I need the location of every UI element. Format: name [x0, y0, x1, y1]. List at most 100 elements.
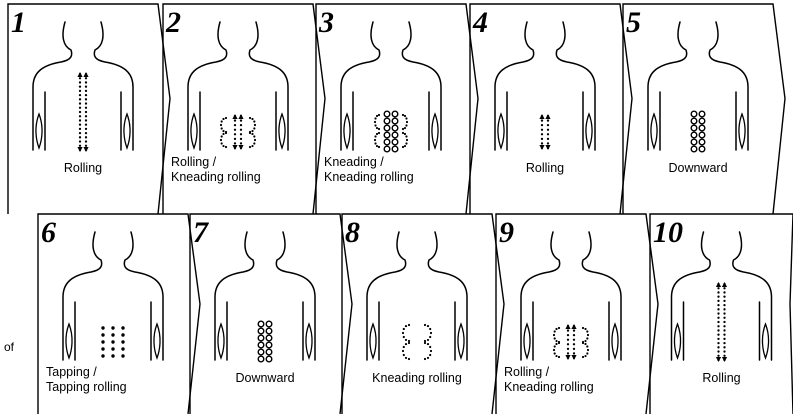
massage-dot — [541, 119, 543, 121]
massage-dot — [85, 111, 87, 113]
hand-shape-left — [66, 324, 72, 358]
massage-dot — [405, 135, 407, 137]
massage-dot — [584, 340, 586, 342]
massage-dot — [79, 111, 81, 113]
massage-circle — [392, 146, 398, 152]
massage-dot — [374, 124, 376, 126]
massage-circle — [258, 335, 264, 341]
arrow-down-icon — [545, 145, 550, 150]
massage-dot — [79, 81, 81, 83]
massage-dot — [402, 114, 404, 116]
massage-circle — [384, 125, 390, 131]
massage-dot — [240, 142, 242, 144]
hand-shape-left — [524, 324, 530, 358]
massage-dot — [717, 304, 719, 306]
massage-dot — [405, 343, 407, 345]
massage-dot — [717, 300, 719, 302]
massage-dot — [406, 121, 408, 123]
massage-dot — [85, 77, 87, 79]
massage-dot — [723, 338, 725, 340]
massage-dot — [547, 133, 549, 135]
torso-figure — [648, 22, 748, 152]
torso-figure — [367, 232, 467, 360]
body-outline-right — [249, 22, 288, 150]
hand-shape-right — [762, 324, 768, 358]
torso-figure — [63, 232, 163, 360]
body-outline-left — [495, 22, 534, 150]
massage-dot — [374, 135, 376, 137]
massage-dot — [234, 119, 236, 121]
massage-dot — [717, 291, 719, 293]
massage-dot — [222, 145, 224, 147]
massage-dot — [547, 138, 549, 140]
step-caption-line: Kneading rolling — [171, 170, 261, 184]
massage-dot — [253, 120, 255, 122]
massage-dot — [584, 355, 586, 357]
massage-dot — [85, 132, 87, 134]
massage-dot — [85, 90, 87, 92]
body-outline-right — [402, 22, 441, 150]
massage-circle — [691, 146, 697, 152]
massage-dot — [376, 115, 378, 117]
hand-shape-left — [36, 114, 42, 148]
massage-dot — [541, 124, 543, 126]
massage-dot — [111, 326, 114, 329]
massage-dot — [402, 146, 404, 148]
body-outline-left — [215, 232, 254, 360]
massage-dot — [253, 127, 255, 129]
massage-dot — [555, 328, 557, 330]
massage-dot — [405, 339, 407, 341]
massage-dot — [541, 142, 543, 144]
massage-dot — [723, 346, 725, 348]
massage-dot — [723, 317, 725, 319]
massage-dot — [85, 145, 87, 147]
massage-dot — [429, 346, 431, 348]
massage-dot — [723, 321, 725, 323]
massage-dot — [573, 352, 575, 354]
hand-shape-right — [586, 114, 592, 148]
massage-dot — [376, 127, 378, 129]
massage-dot — [405, 142, 407, 144]
massage-circle — [384, 118, 390, 124]
body-outline-right — [556, 22, 595, 150]
body-outline-right — [428, 232, 467, 360]
massage-dot — [225, 132, 227, 134]
massage-dot — [408, 342, 410, 344]
hand-shape-left — [498, 114, 504, 148]
arrow-up-icon — [722, 282, 727, 287]
massage-dot — [240, 138, 242, 140]
massage-dot — [225, 146, 227, 148]
massage-dot — [717, 317, 719, 319]
body-outline-right — [94, 22, 133, 150]
step-caption-line: Kneading rolling — [324, 170, 414, 184]
massage-dot — [541, 138, 543, 140]
massage-dot — [541, 129, 543, 131]
massage-dot — [717, 296, 719, 298]
massage-dot — [85, 140, 87, 142]
torso-figure — [215, 232, 315, 362]
massage-dot — [547, 124, 549, 126]
massage-dot — [101, 340, 104, 343]
massage-dot — [221, 120, 223, 122]
massage-dot — [249, 117, 251, 119]
hand-shape-left — [674, 324, 680, 358]
massage-circle — [384, 132, 390, 138]
hand-shape-left — [191, 114, 197, 148]
massage-dot — [404, 133, 406, 135]
hand-shape-right — [458, 324, 464, 358]
hand-shape-right — [154, 324, 160, 358]
massage-circle — [266, 321, 272, 327]
massage-dot — [424, 340, 426, 342]
massage-dot — [723, 325, 725, 327]
step-caption-line: Tapping / — [46, 365, 97, 379]
massage-dot — [376, 145, 378, 147]
massage-dot — [553, 349, 555, 351]
massage-dot — [403, 346, 405, 348]
massage-dot — [429, 336, 431, 338]
massage-dot — [253, 142, 255, 144]
massage-dot — [723, 350, 725, 352]
torso-figure — [495, 22, 595, 150]
massage-dot — [547, 129, 549, 131]
massage-dot — [558, 356, 560, 358]
hand-shape-right — [279, 114, 285, 148]
